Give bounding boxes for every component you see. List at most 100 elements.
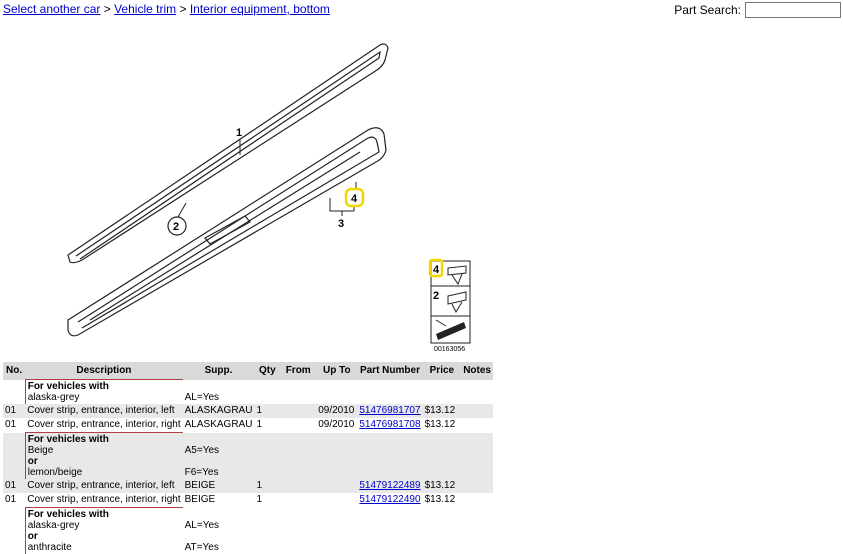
- cell-empty: [280, 433, 316, 480]
- condition-line: For vehicles with: [28, 434, 181, 445]
- cell-empty: [461, 508, 493, 554]
- condition-code: AT=Yes: [185, 542, 253, 553]
- callout-3[interactable]: 3: [338, 218, 344, 230]
- cell-empty: [254, 508, 280, 554]
- condition-code: F6=Yes: [185, 467, 253, 478]
- cell-no: [3, 380, 25, 405]
- condition-code: [185, 509, 253, 520]
- parts-legend: 4 2: [430, 260, 470, 343]
- cell-part-number: 51479122489: [357, 479, 422, 493]
- cell-supp: ALASKAGRAU: [183, 418, 255, 433]
- condition-line: or: [28, 531, 181, 542]
- cell-empty: [423, 508, 462, 554]
- cell-notes: [461, 479, 493, 493]
- part-search-label: Part Search:: [674, 3, 741, 17]
- condition-supp: AL=Yes AT=Yes: [183, 508, 255, 554]
- callout-4[interactable]: 4: [351, 193, 358, 205]
- legend-number-4: 4: [433, 264, 440, 276]
- condition-line: lemon/beige: [28, 467, 181, 478]
- cell-price: $13.12: [423, 418, 462, 433]
- condition-line: Beige: [28, 445, 181, 456]
- condition-code: AL=Yes: [185, 520, 253, 531]
- cell-price: $13.12: [423, 493, 462, 508]
- breadcrumb-select-car[interactable]: Select another car: [3, 2, 100, 16]
- cell-no: 01: [3, 418, 25, 433]
- condition-supp: A5=Yes F6=Yes: [183, 433, 255, 480]
- part-3-cover: [68, 128, 386, 336]
- cell-upto: [316, 493, 357, 508]
- part-number-link[interactable]: 51479122489: [359, 480, 420, 491]
- part-number-link[interactable]: 51479122490: [359, 494, 420, 505]
- breadcrumb-separator: >: [104, 2, 111, 16]
- col-description: Description: [25, 362, 182, 380]
- condition-supp: AL=Yes: [183, 380, 255, 405]
- col-no: No.: [3, 362, 25, 380]
- cell-no: 01: [3, 479, 25, 493]
- cell-description: Cover strip, entrance, interior, left: [25, 404, 182, 418]
- part-number-link[interactable]: 51476981707: [359, 405, 420, 416]
- cell-empty: [357, 380, 422, 405]
- cell-empty: [316, 508, 357, 554]
- breadcrumb: Select another car > Vehicle trim > Inte…: [3, 2, 330, 16]
- condition-line: alaska-grey: [28, 520, 181, 531]
- cell-upto: 09/2010: [316, 418, 357, 433]
- cell-supp: BEIGE: [183, 493, 255, 508]
- cell-from: [280, 479, 316, 493]
- breadcrumb-vehicle-trim[interactable]: Vehicle trim: [114, 2, 176, 16]
- cell-price: $13.12: [423, 404, 462, 418]
- cell-supp: ALASKAGRAU: [183, 404, 255, 418]
- cell-notes: [461, 404, 493, 418]
- callout-1[interactable]: 1: [236, 127, 242, 139]
- cell-no: 01: [3, 493, 25, 508]
- cell-empty: [423, 380, 462, 405]
- table-header: No. Description Supp. Qty From Up To Par…: [3, 362, 493, 380]
- breadcrumb-separator: >: [179, 2, 186, 16]
- cell-part-number: 51476981708: [357, 418, 422, 433]
- parts-table: No. Description Supp. Qty From Up To Par…: [3, 362, 493, 554]
- cell-empty: [316, 380, 357, 405]
- cell-empty: [280, 508, 316, 554]
- cell-notes: [461, 493, 493, 508]
- cell-supp: BEIGE: [183, 479, 255, 493]
- col-part-number: Part Number: [357, 362, 422, 380]
- condition-line: For vehicles with: [28, 509, 181, 520]
- cell-empty: [357, 433, 422, 480]
- parts-diagram: 1 2 3 4 4 2 00163056: [0, 30, 843, 360]
- cell-upto: [316, 479, 357, 493]
- cell-empty: [280, 380, 316, 405]
- col-price: Price: [423, 362, 462, 380]
- part-number-link[interactable]: 51476981708: [359, 419, 420, 430]
- col-notes: Notes: [461, 362, 493, 380]
- cell-qty: 1: [254, 479, 280, 493]
- cell-no: [3, 433, 25, 480]
- condition-line: or: [28, 456, 181, 467]
- cell-no: 01: [3, 404, 25, 418]
- cell-qty: 1: [254, 418, 280, 433]
- part-search: Part Search:: [674, 2, 841, 18]
- cell-empty: [254, 433, 280, 480]
- cell-empty: [357, 508, 422, 554]
- breadcrumb-interior-equipment[interactable]: Interior equipment, bottom: [190, 2, 330, 16]
- col-from: From: [280, 362, 316, 380]
- part-search-input[interactable]: [745, 2, 841, 18]
- condition-line: For vehicles with: [28, 381, 181, 392]
- legend-number-2: 2: [433, 290, 439, 302]
- condition-code: [185, 456, 253, 467]
- callout-2[interactable]: 2: [173, 221, 179, 233]
- cell-empty: [316, 433, 357, 480]
- cell-from: [280, 418, 316, 433]
- condition-code: [185, 434, 253, 445]
- col-upto: Up To: [316, 362, 357, 380]
- cell-from: [280, 404, 316, 418]
- cell-from: [280, 493, 316, 508]
- cell-description: Cover strip, entrance, interior, left: [25, 479, 182, 493]
- condition-code: [185, 531, 253, 542]
